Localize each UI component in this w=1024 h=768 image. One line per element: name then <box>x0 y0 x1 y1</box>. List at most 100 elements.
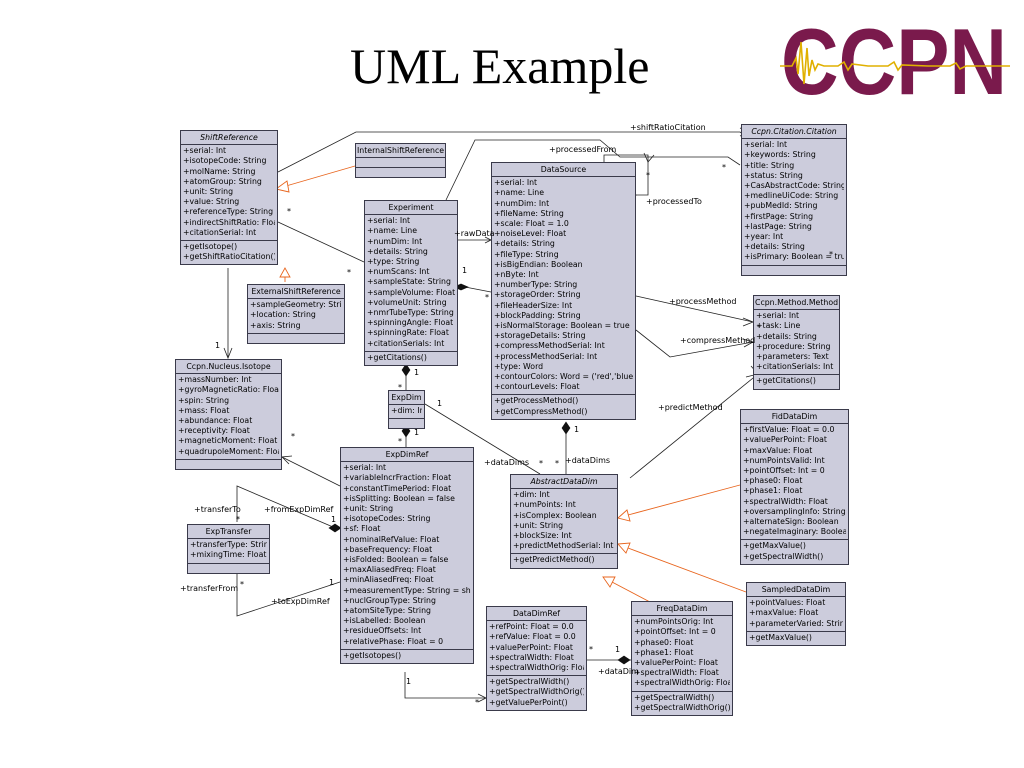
mult-shiftref-star: * <box>287 207 291 216</box>
mult-transfer-from-star: * <box>240 580 244 589</box>
class-attribute: +maxValue: Float <box>743 445 813 455</box>
class-operation: +getSpectralWidth() <box>743 551 824 561</box>
class-datadimref: DataDimRef+refPoint: Float = 0.0+refValu… <box>486 606 587 711</box>
class-operations <box>356 168 445 177</box>
label-predict-method: +predictMethod <box>658 403 723 412</box>
mult-expdimref-star: * <box>398 437 402 446</box>
link-processed-self <box>603 154 649 196</box>
link-expdim-datadim <box>424 403 541 475</box>
class-operations: +getCitations() <box>754 375 839 388</box>
class-external: ExternalShiftReference+sampleGeometry: S… <box>247 284 345 344</box>
class-attribute: +maxValue: Float <box>749 608 819 618</box>
class-attribute: +unit: String <box>343 504 394 514</box>
class-attribute: +refPoint: Float = 0.0 <box>489 622 574 632</box>
class-datasource: DataSource+serial: Int+name: Line+numDim… <box>491 162 636 420</box>
class-citation: Ccpn.Citation.Citation+serial: Int+keywo… <box>741 124 847 276</box>
class-attribute: +mass: Float <box>178 405 230 415</box>
class-attribute: +phase1: Float <box>743 486 803 496</box>
inherit-fiddatadim <box>627 484 741 516</box>
class-name: FreqDataDim <box>632 602 732 617</box>
class-attribute: +contourLevels: Float <box>494 382 580 392</box>
mult-data-dims-star-1: * <box>539 459 543 468</box>
class-attribute: +sampleVolume: Float <box>367 287 455 297</box>
class-attribute: +spectralWidth: Float <box>634 668 719 678</box>
class-operations <box>188 564 269 573</box>
class-operation: +getCompressMethod() <box>494 406 588 416</box>
class-attribute: +spectralWidthOrig: Float <box>634 678 730 688</box>
mult-processed-from-star: * <box>646 171 650 180</box>
logo-signal-icon <box>780 41 1010 85</box>
class-attribute: +medlineUiCode: String <box>744 191 839 201</box>
class-attribute: +serial: Int <box>367 216 411 226</box>
label-data-dims-2: +dataDims <box>565 456 611 465</box>
class-attribute: +gyroMagneticRatio: Float <box>178 385 279 395</box>
class-attribute: +fileName: String <box>494 208 564 218</box>
mult-freq-one: 1 <box>615 645 621 654</box>
class-name: AbstractDataDim <box>511 475 617 490</box>
class-attribute: +parameterVaried: String <box>749 618 843 628</box>
class-attribute: +numberType: String <box>494 280 578 290</box>
class-attribute: +contourColors: Word = ('red','blue') <box>494 372 633 382</box>
class-attribute: +quadrupoleMoment: Float <box>178 446 279 456</box>
mult-raw-one: 1 <box>462 266 468 275</box>
class-operation: +getMaxValue() <box>743 541 806 551</box>
class-attribute: +isSplitting: Boolean = false <box>343 493 455 503</box>
class-attributes: +pointValues: Float+maxValue: Float+para… <box>747 597 845 632</box>
class-attribute: +valuePerPoint: Float <box>634 658 718 668</box>
class-name: SampledDataDim <box>747 583 845 598</box>
class-expdim: ExpDim+dim: Int <box>388 390 425 430</box>
class-attribute: +abundance: Float <box>178 416 253 426</box>
class-attribute: +refValue: Float = 0.0 <box>489 632 576 642</box>
label-raw-data: +rawData <box>454 229 495 238</box>
class-attribute: +numDim: Int <box>494 198 550 208</box>
inherit-sampleddatadim <box>627 547 747 593</box>
class-attributes: +serial: Int+name: Line+numDim: Int+deta… <box>365 215 457 352</box>
class-attribute: +isNormalStorage: Boolean = true <box>494 321 630 331</box>
class-attribute: +isotopeCode: String <box>183 156 267 166</box>
link-transferto <box>236 485 334 528</box>
class-attributes: +serial: Int+keywords: String+title: Str… <box>742 139 846 266</box>
class-attribute: +procedure: String <box>756 341 831 351</box>
inherit-freqdatadim <box>611 581 651 603</box>
class-attribute: +pubMedId: String <box>744 201 818 211</box>
class-operation: +getSpectralWidthOrig() <box>489 687 584 697</box>
class-attribute: +referenceType: String <box>183 207 274 217</box>
class-name: FidDataDim <box>741 410 848 425</box>
class-shiftref: ShiftReference+serial: Int+isotopeCode: … <box>180 130 278 266</box>
class-operations <box>742 266 846 275</box>
class-name: DataSource <box>492 163 635 178</box>
link-processmethod <box>635 295 754 323</box>
class-attribute: +compressMethodSerial: Int <box>494 341 605 351</box>
class-operation: +getValuePerPoint() <box>489 697 568 707</box>
class-operation: +getPredictMethod() <box>513 555 595 565</box>
class-attribute: +scale: Float = 1.0 <box>494 219 569 229</box>
class-attribute: +details: String <box>494 239 555 249</box>
label-compress-method: +compressMethod <box>680 336 756 345</box>
class-expdimref: ExpDimRef+serial: Int+variableIncrFracti… <box>340 447 474 665</box>
class-operation: +getShiftRatioCitation() <box>183 252 275 262</box>
label-processed-from: +processedFrom <box>549 145 617 154</box>
class-attribute: +receptivity: Float <box>178 426 250 436</box>
class-attribute: +relativePhase: Float = 0 <box>343 636 444 646</box>
diamond-freq-ddr <box>617 655 631 665</box>
class-attribute: +spinningAngle: Float <box>367 318 454 328</box>
class-attribute: +molName: String <box>183 166 256 176</box>
class-attribute: +isComplex: Boolean <box>513 510 597 520</box>
mult-expdim-one: 1 <box>414 368 420 377</box>
class-attribute: +blockSize: Int <box>513 531 572 541</box>
link-experiment-citation <box>445 139 741 201</box>
class-attributes: +dim: Int <box>389 405 424 420</box>
class-attribute: +pointValues: Float <box>749 598 826 608</box>
class-operation: +getMaxValue() <box>749 632 812 642</box>
link-experiment-datasource <box>464 286 492 293</box>
mult-expdim-star: * <box>398 383 402 392</box>
class-attribute: +CasAbstractCode: String <box>744 181 844 191</box>
class-attributes: +refPoint: Float = 0.0+refValue: Float =… <box>487 621 586 677</box>
class-attribute: +keywords: String <box>744 150 816 160</box>
mult-method-star: * <box>757 323 761 332</box>
class-attribute: +details: String <box>756 331 817 341</box>
class-attribute: +unit: String <box>183 187 234 197</box>
class-operation: +getProcessMethod() <box>494 396 579 406</box>
class-abstractdatadim: AbstractDataDim+dim: Int+numPoints: Int+… <box>510 474 618 569</box>
class-attribute: +numPointsOrig: Int <box>634 617 714 627</box>
